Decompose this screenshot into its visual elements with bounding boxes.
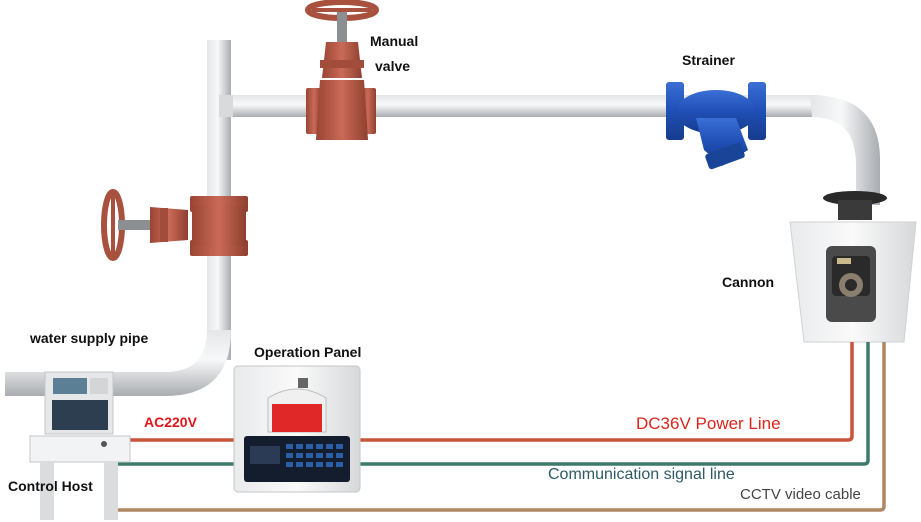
manual-valve-icon: [305, 0, 379, 140]
cctv-video-cable: [113, 342, 886, 512]
communication-signal-line: [113, 342, 870, 466]
cannon-label: Cannon: [722, 274, 775, 290]
dc36v-power-line: [360, 342, 854, 442]
strainer-icon: [666, 82, 766, 170]
communication-signal-line-label: Communication signal line: [548, 466, 735, 483]
strainer-label: Strainer: [682, 52, 735, 68]
cables: [113, 342, 886, 512]
operation-panel-icon: [233, 365, 361, 493]
side-valve-icon: [101, 189, 248, 261]
cannon-icon: [789, 191, 917, 343]
control-host-icon: [29, 371, 131, 520]
manual-valve-label: Manual: [370, 33, 419, 49]
operation-panel-label: Operation Panel: [254, 344, 362, 360]
manual-valve-label-line2: valve: [375, 58, 411, 74]
control-host-label: Control Host: [8, 478, 93, 494]
water-supply-pipe-label: water supply pipe: [30, 330, 149, 346]
cctv-video-cable-label: CCTV video cable: [740, 486, 861, 503]
dc36v-power-line-label: DC36V Power Line: [636, 414, 781, 433]
ac220v-label: AC220V: [144, 414, 197, 430]
